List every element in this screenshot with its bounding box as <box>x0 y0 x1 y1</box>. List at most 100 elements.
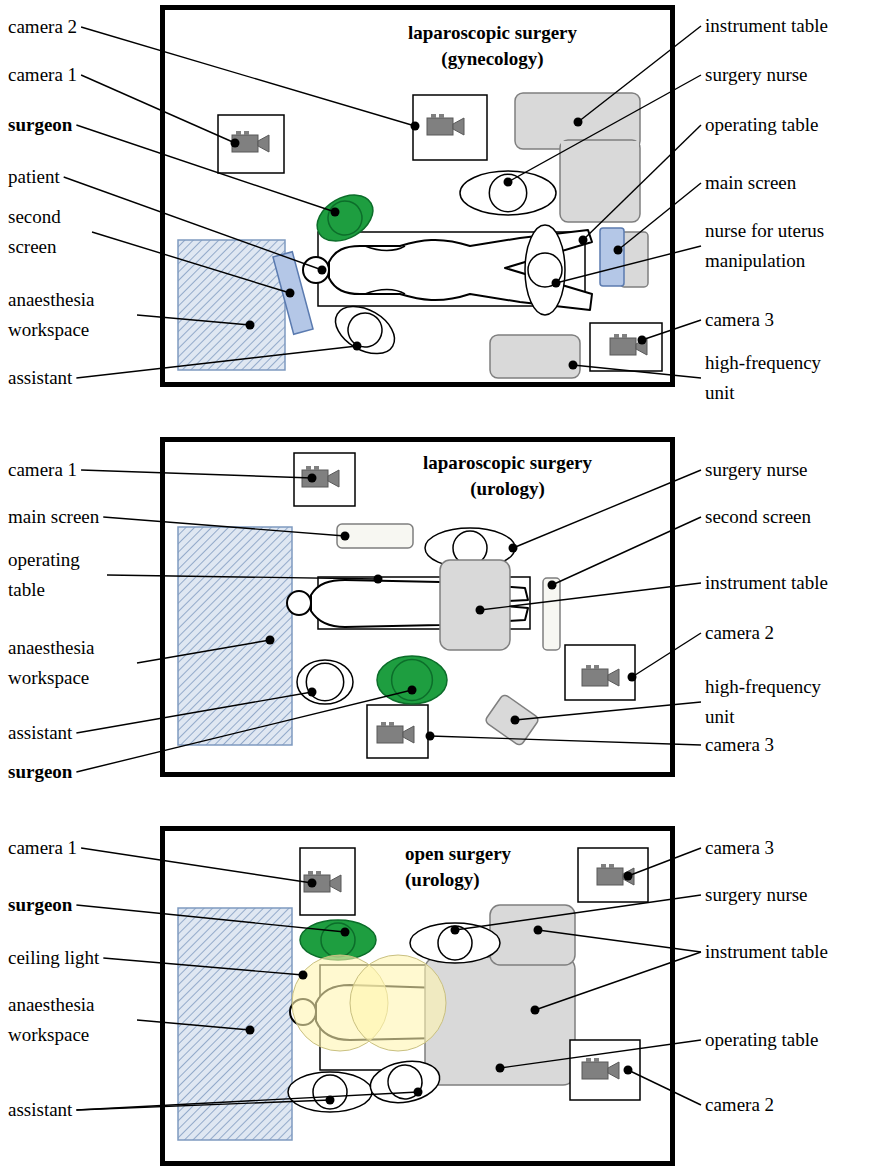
callout-label: anaesthesia workspace <box>8 990 133 1050</box>
leader-line <box>573 365 701 378</box>
drawing-part <box>306 466 311 470</box>
drawing-part <box>608 669 619 686</box>
leader-line <box>480 583 701 610</box>
camera-icon <box>302 466 339 487</box>
callout-label: high-frequency unit <box>705 672 855 732</box>
leader-dot <box>308 688 317 697</box>
leader-dot <box>266 636 275 645</box>
drawing-part <box>377 656 447 704</box>
drawing-part <box>431 114 436 118</box>
callout-label: camera 1 <box>8 60 77 90</box>
camera-box <box>294 453 355 506</box>
drawing-part <box>236 131 241 135</box>
leader-line <box>455 895 701 930</box>
drawing-part <box>316 871 321 875</box>
drawing-part <box>392 660 433 701</box>
drawing-part <box>489 174 526 211</box>
ceiling-light <box>350 955 446 1051</box>
leader-line <box>81 848 312 883</box>
leader-line <box>76 346 357 378</box>
callout-label: surgery nurse <box>705 880 808 910</box>
camera-box <box>570 1040 640 1100</box>
surgeon <box>309 186 381 251</box>
drawing-part <box>308 871 313 875</box>
drawing-part <box>321 923 355 957</box>
callout-label: camera 3 <box>705 305 774 335</box>
callout-label: nurse for uterus manipulation <box>705 216 880 276</box>
callout-label: camera 1 <box>8 455 77 485</box>
leader-line <box>81 470 312 478</box>
floor-plan-panel: laparoscopic surgery (gynecology) <box>160 5 675 387</box>
drawing-part <box>309 186 381 251</box>
panel-title: open surgery (urology) <box>405 841 545 893</box>
drawing-part <box>306 663 343 700</box>
callout-label: camera 3 <box>705 833 774 863</box>
leader-dot <box>574 118 583 127</box>
camera-box <box>218 115 284 173</box>
leader-dot <box>496 1064 505 1073</box>
instrument-table <box>560 140 640 222</box>
drawing-part <box>582 669 608 686</box>
camera-icon <box>610 334 647 355</box>
drawing-part <box>586 665 591 669</box>
drawing-part <box>622 334 627 338</box>
drawing-part <box>403 726 414 743</box>
callout-label: main screen <box>705 168 796 198</box>
callout-label: instrument table <box>705 11 828 41</box>
callout-label: camera 2 <box>705 1090 774 1120</box>
callout-label: camera 2 <box>705 618 774 648</box>
surgery-nurse <box>460 171 556 215</box>
leader-dot <box>299 971 308 980</box>
camera-box <box>367 705 428 758</box>
leader-line <box>76 125 335 212</box>
drawing-part <box>601 864 606 868</box>
leader-line <box>535 952 701 1010</box>
floor-plan-panel: open surgery (urology) <box>160 826 675 1166</box>
instrument-table <box>490 905 575 965</box>
callout-label: high-frequency unit <box>705 348 855 408</box>
leader-dot <box>353 342 362 351</box>
leader-line <box>76 692 312 733</box>
leader-dot <box>624 1066 633 1075</box>
instrument-table <box>425 957 575 1085</box>
callout-label: surgeon <box>8 757 72 787</box>
drawing-part <box>381 722 386 726</box>
drawing-part <box>313 1075 347 1109</box>
camera-box <box>300 848 355 915</box>
callout-label: operating table <box>705 1025 818 1055</box>
leader-dot <box>504 178 513 187</box>
leader-line <box>538 930 701 952</box>
camera-icon <box>597 864 634 885</box>
leader-line <box>81 75 235 143</box>
instrument-table <box>440 560 510 650</box>
camera-box <box>590 323 662 371</box>
surgery-nurse <box>410 923 500 963</box>
drawing-part <box>377 726 403 743</box>
leader-line <box>552 517 701 585</box>
camera-icon <box>304 871 341 892</box>
surgeon <box>300 920 376 960</box>
drawing-part <box>314 466 319 470</box>
drawing-part <box>594 1058 599 1062</box>
drawing-part <box>244 131 249 135</box>
leader-line <box>578 26 701 122</box>
callout-label: instrument table <box>705 937 828 967</box>
floor-plan-panel: laparoscopic surgery (urology) <box>160 437 675 777</box>
callout-label: operating table <box>8 545 103 605</box>
leader-line <box>76 1092 418 1110</box>
callout-label: ceiling light <box>8 943 99 973</box>
leader-dot <box>476 606 485 615</box>
camera-box <box>565 645 635 700</box>
callout-label: operating table <box>705 110 818 140</box>
leader-line <box>64 177 322 270</box>
drawing-part <box>389 722 394 726</box>
drawing-part <box>322 195 368 241</box>
leader-dot <box>411 122 420 131</box>
leader-line <box>76 905 345 932</box>
leader-dot <box>231 139 240 148</box>
panel-title: laparoscopic surgery (urology) <box>400 450 615 502</box>
leader-dot <box>331 208 340 217</box>
leader-line <box>632 633 701 677</box>
patient-head <box>303 257 329 283</box>
patient-arms <box>365 246 405 294</box>
